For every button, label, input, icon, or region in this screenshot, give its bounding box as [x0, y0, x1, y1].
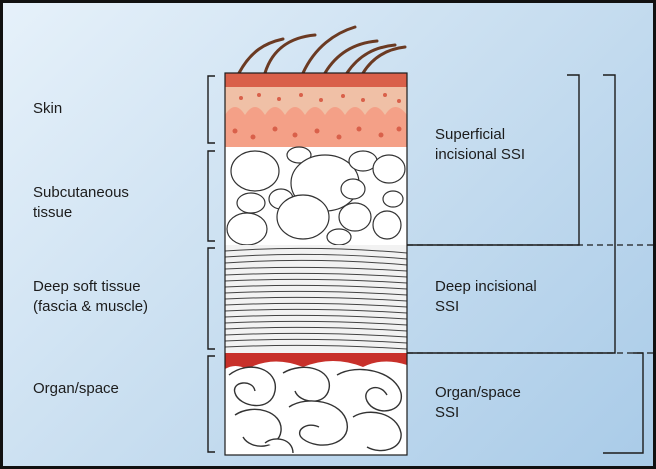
organ-space-ssi-label: Organ/space SSI	[435, 383, 521, 423]
subcutaneous-label-line-2: tissue	[33, 203, 129, 223]
organ-space-ssi-label-line-2: SSI	[435, 403, 521, 423]
deep-soft-tissue-label: Deep soft tissue (fascia & muscle)	[33, 277, 148, 317]
organ-space-layer	[225, 353, 407, 455]
subcutaneous-layer	[225, 147, 407, 245]
organ-space-label-line: Organ/space	[33, 379, 119, 399]
organ-space-bracket	[603, 353, 643, 453]
deep-soft-tissue-brace	[208, 248, 215, 349]
organ-space-label: Organ/space	[33, 379, 119, 399]
deep-ssi-label: Deep incisional SSI	[435, 277, 537, 317]
left-braces	[208, 76, 215, 452]
subcutaneous-label: Subcutaneous tissue	[33, 183, 129, 223]
subcutaneous-label-line-1: Subcutaneous	[33, 183, 129, 203]
deep-ssi-label-line-1: Deep incisional	[435, 277, 537, 297]
skin-label-line: Skin	[33, 99, 62, 119]
deep-soft-tissue-label-line-2: (fascia & muscle)	[33, 297, 148, 317]
skin-brace	[208, 76, 215, 143]
skin-layer	[225, 73, 407, 147]
subcutaneous-brace	[208, 151, 215, 241]
superficial-ssi-label-line-1: Superficial	[435, 125, 525, 145]
superficial-ssi-label-line-2: incisional SSI	[435, 145, 525, 165]
hair	[239, 27, 405, 73]
organ-space-ssi-label-line-1: Organ/space	[435, 383, 521, 403]
deep-soft-tissue-label-line-1: Deep soft tissue	[33, 277, 148, 297]
superficial-ssi-label: Superficial incisional SSI	[435, 125, 525, 165]
deep-ssi-label-line-2: SSI	[435, 297, 537, 317]
deep-soft-tissue-layer	[225, 245, 407, 353]
skin-label: Skin	[33, 99, 62, 119]
organ-space-brace	[208, 356, 215, 452]
